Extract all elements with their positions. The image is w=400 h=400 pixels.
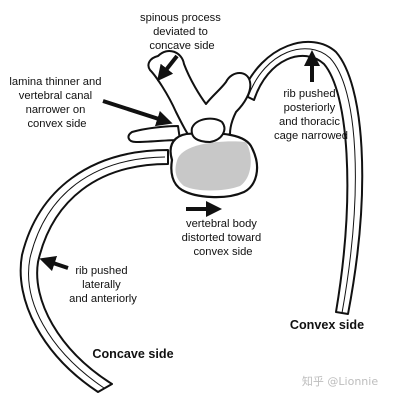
label-rib-posterior-line-2: posteriorly xyxy=(284,102,336,114)
left-rib xyxy=(19,149,169,393)
label-convex-side: Convex side xyxy=(290,318,364,332)
label-rib-posterior-line-4: cage narrowed xyxy=(274,130,348,142)
label-lamina-line-3: narrower on xyxy=(26,104,86,116)
label-body-line-1: vertebral body xyxy=(186,218,257,230)
label-spinous-line-1: spinous process xyxy=(140,12,221,24)
watermark: 知乎 @Lionnie xyxy=(302,374,378,388)
label-rib-lateral-line-3: and anteriorly xyxy=(69,293,137,305)
label-rib-posterior-line-1: rib pushed xyxy=(283,88,335,100)
label-spinous-line-2: deviated to xyxy=(153,26,208,38)
arrow-spinous xyxy=(157,54,179,82)
label-lamina-line-1: lamina thinner and xyxy=(9,76,101,88)
arrow-rib-lateral xyxy=(39,255,69,272)
vertebral-canal xyxy=(190,117,226,144)
left-rib-inner-edge xyxy=(28,156,166,389)
label-lamina-line-2: vertebral canal xyxy=(19,90,92,102)
label-spinous-process: spinous process deviated to concave side xyxy=(140,12,224,52)
arrow-lamina xyxy=(102,99,173,127)
label-rib-lateral: rib pushed laterally and anteriorly xyxy=(69,265,137,305)
label-body-line-3: convex side xyxy=(193,246,252,258)
right-rib-inner-edge xyxy=(247,48,356,314)
label-rib-posterior-line-3: and thoracic xyxy=(279,116,340,128)
label-concave-side: Concave side xyxy=(92,347,173,361)
label-body-line-2: distorted toward xyxy=(182,232,262,244)
vertebral-body-core xyxy=(175,141,251,191)
label-spinous-line-3: concave side xyxy=(149,40,214,52)
label-rib-lateral-line-1: rib pushed xyxy=(75,265,127,277)
label-rib-lateral-line-2: laterally xyxy=(82,279,121,291)
label-lamina: lamina thinner and vertebral canal narro… xyxy=(9,76,104,130)
label-rib-posterior: rib pushed posteriorly and thoracic cage… xyxy=(274,88,348,142)
label-body-distorted: vertebral body distorted toward convex s… xyxy=(182,218,265,258)
left-transverse-process xyxy=(127,125,181,143)
vertebra-posterior-elements xyxy=(147,49,252,147)
label-lamina-line-4: convex side xyxy=(27,118,86,130)
